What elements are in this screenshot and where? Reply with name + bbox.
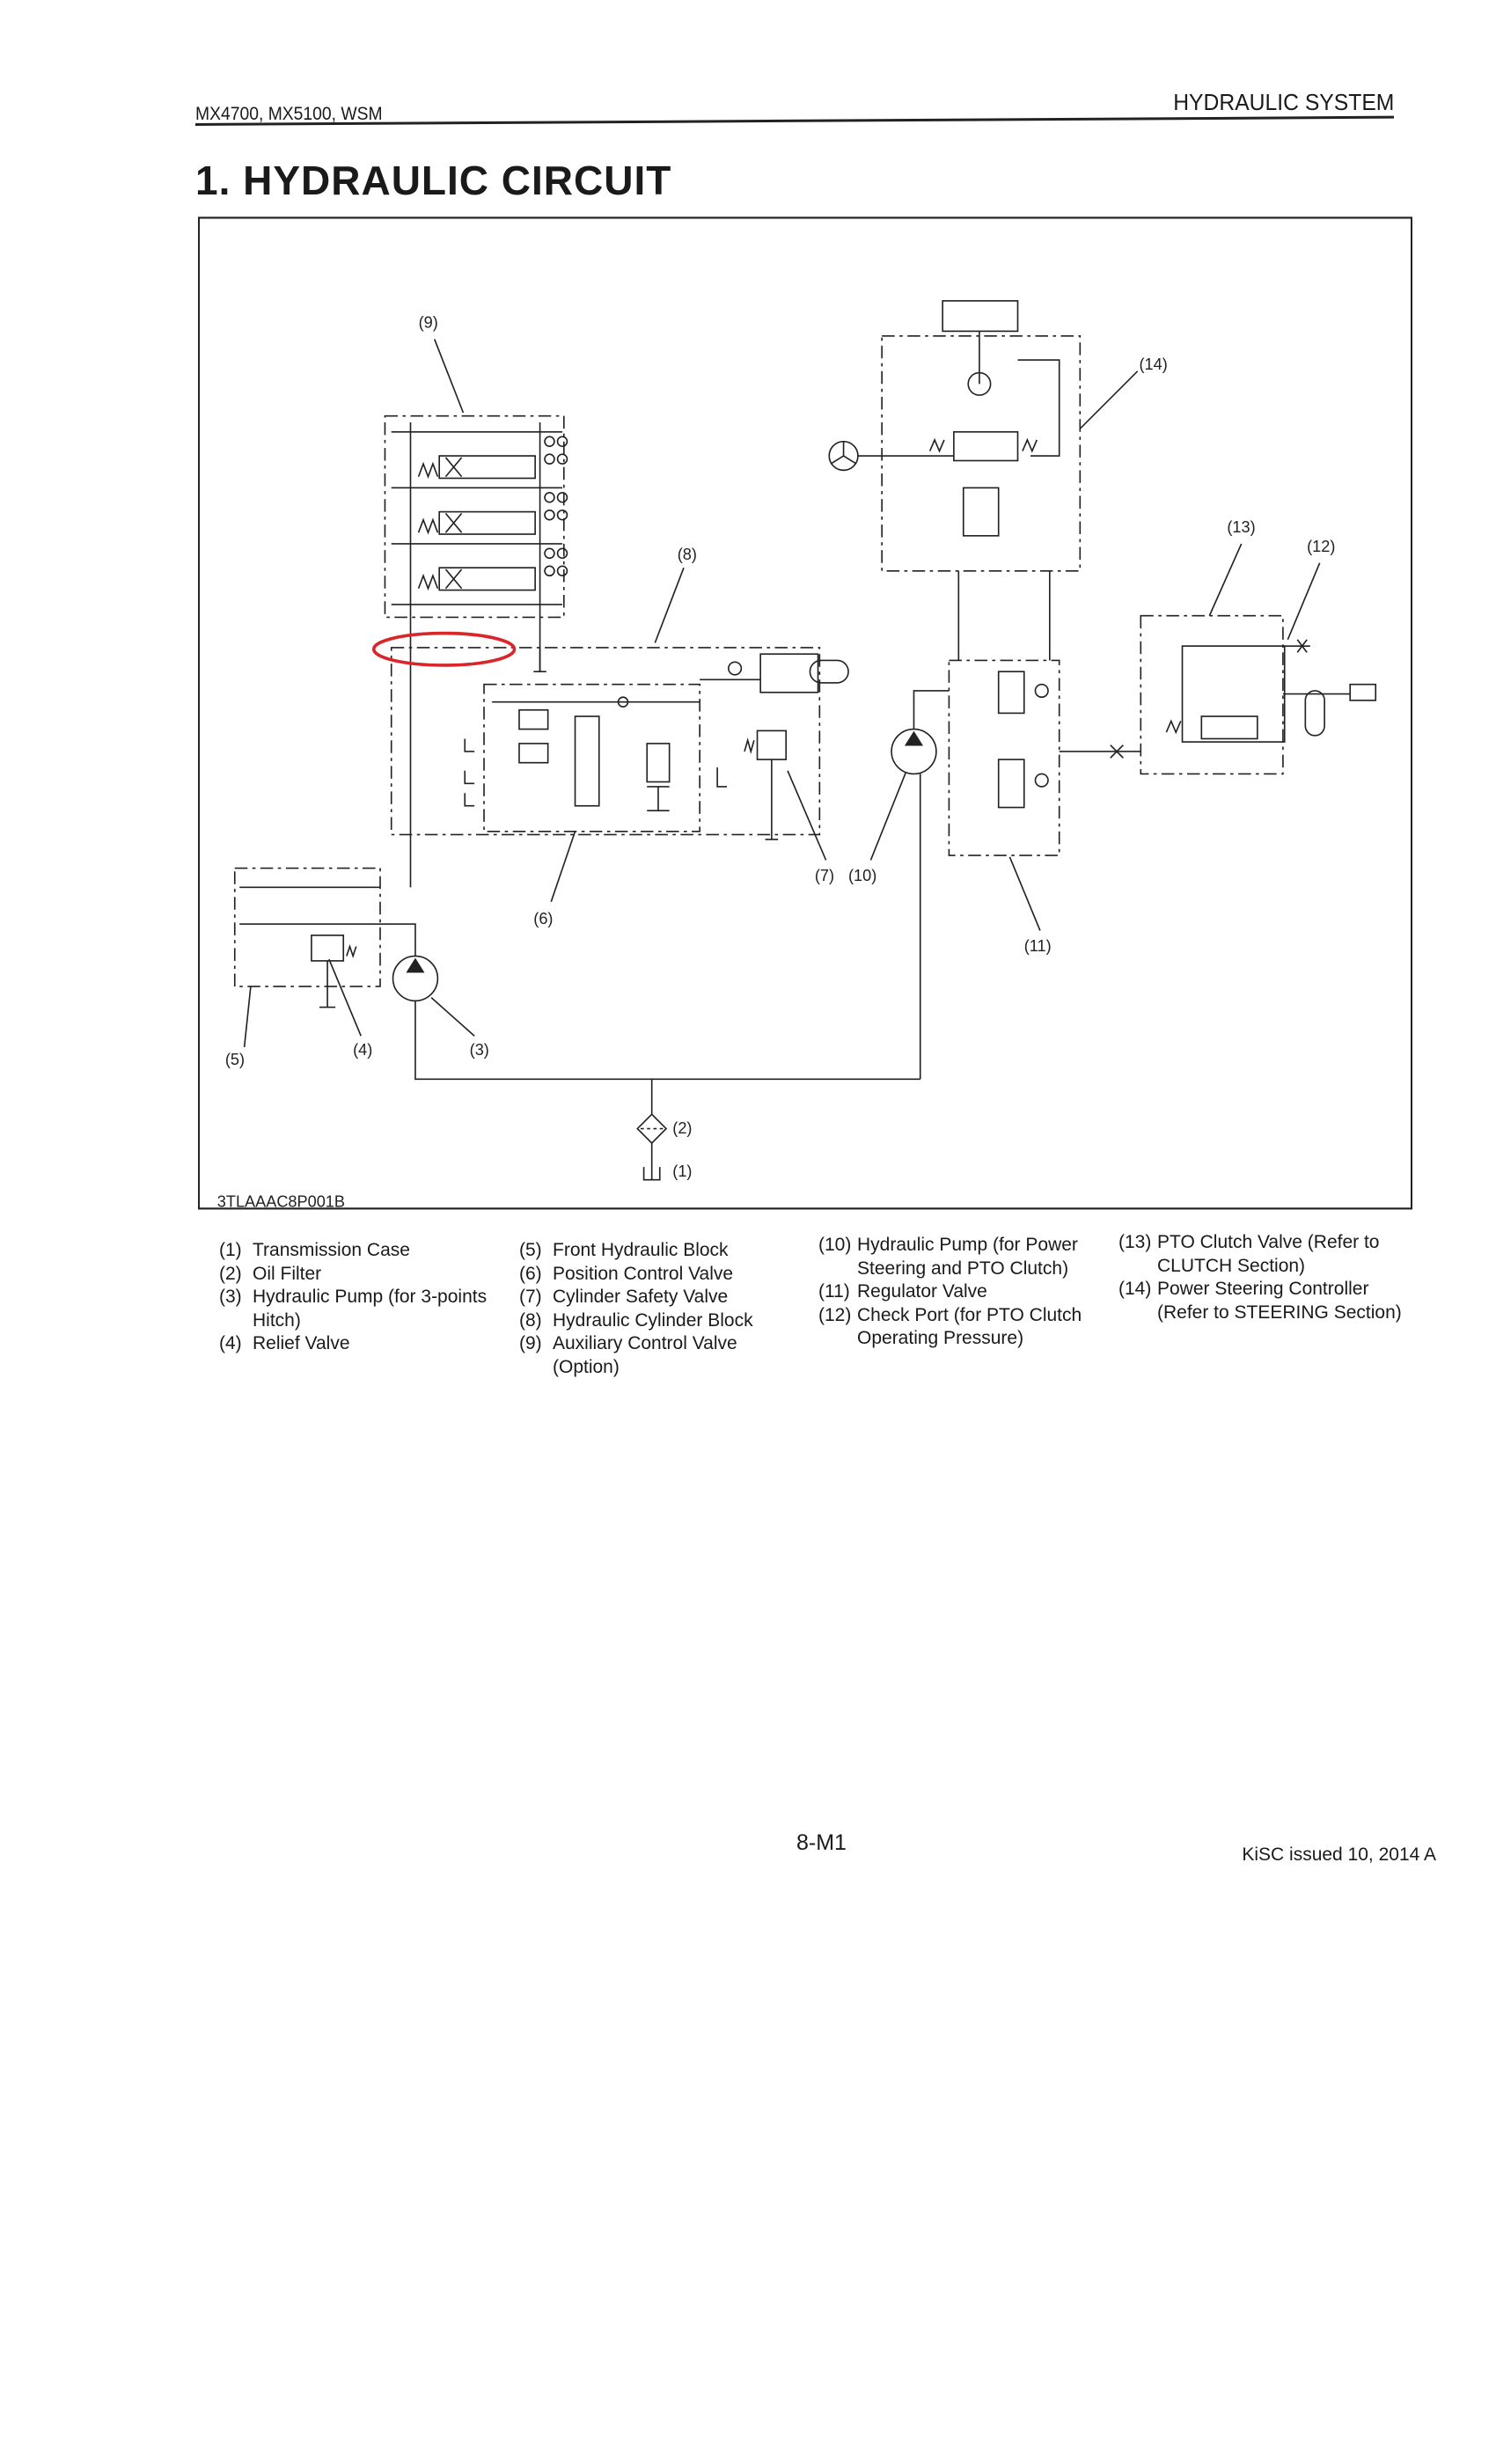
hydraulic-cylinder-block [390,647,849,836]
callout-7: (7) [815,867,834,884]
legend-column-1: (1)Transmission Case (2)Oil Filter (3)Hy… [219,1239,487,1356]
callout-8: (8) [678,546,697,563]
hydraulic-pump-power-steering [891,690,950,1080]
front-hydraulic-block [233,839,416,1008]
issue-date: KiSC issued 10, 2014 A [1242,1844,1436,1865]
legend-item: (7)Cylinder Safety Valve [519,1287,729,1307]
callout-arrows [243,339,1321,1048]
legend-column-3: (10)Hydraulic Pump (for Power Steering a… [818,1234,1082,1351]
legend-item: (9)Auxiliary Control Valve (Option) [519,1333,737,1377]
cylinder-safety-valve [744,730,788,840]
regulator-valve [948,659,1141,856]
legend-item: (11)Regulator Valve [818,1281,987,1302]
callout-5: (5) [225,1051,245,1068]
legend-item: (10)Hydraulic Pump (for Power Steering a… [818,1235,1078,1279]
page-number: 8-M1 [796,1830,847,1855]
position-control-valve [464,683,728,832]
callout-13: (13) [1227,518,1255,536]
page-title: 1. HYDRAULIC CIRCUIT [195,158,672,203]
legend-item: (14)Power Steering Controller (Refer to … [1118,1279,1402,1323]
header-section: HYDRAULIC SYSTEM [1172,89,1394,115]
callout-10: (10) [848,867,876,884]
callout-12: (12) [1307,538,1335,555]
transmission-case-tank-icon [642,1167,661,1181]
callout-11: (11) [1024,937,1052,955]
callout-9: (9) [419,314,438,332]
pto-clutch-valve [1140,614,1377,775]
figure-frame [198,216,1412,1210]
auxiliary-control-valve [384,414,568,840]
callout-6: (6) [533,910,553,928]
highlight-ellipse [371,631,517,667]
legend-item: (2)Oil Filter [219,1263,322,1284]
callout-14: (14) [1140,356,1168,373]
hydraulic-circuit-diagram: (9) (8) (6) (7) (10) (14) (13) (12) (11)… [198,216,1412,1211]
legend-item: (1)Transmission Case [219,1240,410,1260]
legend-column-2: (5)Front Hydraulic Block (6)Position Con… [519,1239,753,1379]
legend-item: (5)Front Hydraulic Block [519,1240,729,1260]
hydraulic-pump-3-point-hitch [392,955,920,1081]
legend-item: (8)Hydraulic Cylinder Block [519,1309,753,1331]
callout-1: (1) [672,1162,692,1180]
figure-code: 3TLAAAC8P001B [217,1193,345,1211]
legend-column-4: (13)PTO Clutch Valve (Refer to CLUTCH Se… [1118,1231,1402,1324]
legend-item: (12)Check Port (for PTO Clutch Operating… [818,1304,1082,1349]
legend-item: (6)Position Control Valve [519,1263,734,1284]
callout-3: (3) [470,1041,489,1059]
callout-4: (4) [353,1041,372,1059]
callout-2: (2) [672,1119,692,1137]
power-steering-controller [828,300,1082,661]
header-model: MX4700, MX5100, WSM [195,104,383,124]
legend-item: (3)Hydraulic Pump (for 3-points Hitch) [219,1287,488,1331]
oil-filter [636,1079,668,1180]
legend-item: (13)PTO Clutch Valve (Refer to CLUTCH Se… [1118,1232,1380,1276]
legend-item: (4)Relief Valve [219,1333,350,1353]
